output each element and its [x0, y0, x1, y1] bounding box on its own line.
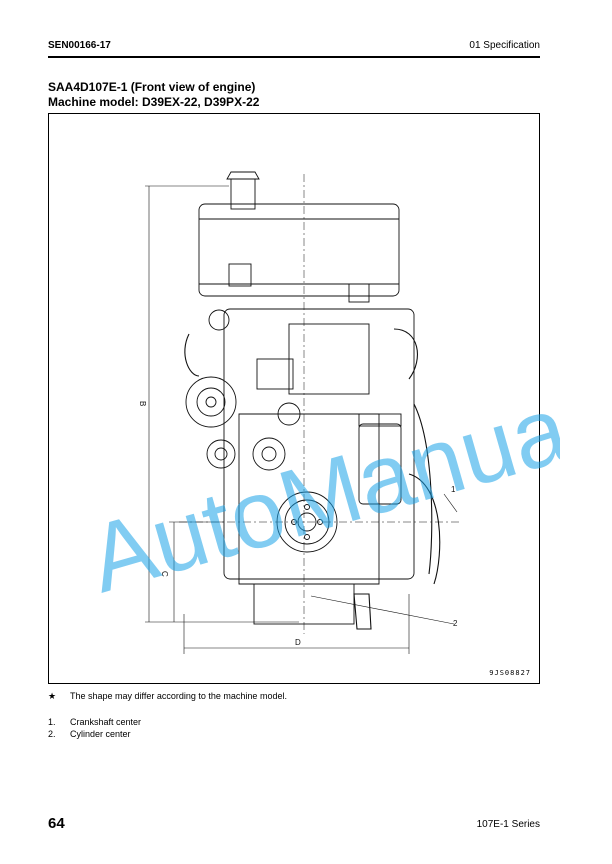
- engine-block: [223, 308, 415, 625]
- series-name: 107E-1 Series: [476, 819, 540, 830]
- callout-2: 2: [453, 619, 458, 628]
- dimension-label-d: D: [295, 638, 301, 647]
- leader-lines: [310, 493, 458, 625]
- note-text: The shape may differ according to the ma…: [70, 691, 287, 701]
- engine-front-view-drawing: B C D 1 2: [138, 171, 459, 654]
- crankshaft-pulley: [276, 491, 338, 553]
- document-id: SEN00166-17: [48, 40, 111, 51]
- muffler: [198, 171, 400, 303]
- shape-note: ★ The shape may differ according to the m…: [48, 691, 287, 702]
- title-line-engine: SAA4D107E-1 (Front view of engine): [48, 80, 256, 94]
- star-icon: ★: [48, 691, 57, 701]
- center-lines: [179, 174, 459, 634]
- header-rule: [48, 56, 540, 58]
- figure-title: SAA4D107E-1 (Front view of engine) Machi…: [48, 80, 259, 110]
- legend-list: 1. Crankshaft center 2. Cylinder center: [48, 716, 141, 740]
- figure-code: 9JS08827: [489, 669, 531, 677]
- section-title: 01 Specification: [469, 40, 540, 51]
- alternator: [185, 376, 237, 428]
- dimension-text: B C D 1 2: [138, 401, 458, 647]
- pulleys: [206, 309, 301, 471]
- page-number: 64: [48, 815, 65, 832]
- dimension-label-b: B: [138, 401, 147, 406]
- title-line-model: Machine model: D39EX-22, D39PX-22: [48, 95, 260, 109]
- legend-text: Crankshaft center: [70, 717, 142, 727]
- dimension-label-c: C: [160, 571, 169, 577]
- legend-number: 2.: [48, 729, 56, 739]
- hoses: [184, 328, 441, 630]
- callout-1: 1: [451, 485, 456, 494]
- legend-item: 1. Crankshaft center: [48, 716, 141, 728]
- legend-item: 2. Cylinder center: [48, 728, 141, 740]
- legend-text: Cylinder center: [70, 729, 131, 739]
- engine-drawing-frame: B C D 1 2 9JS08827: [48, 113, 540, 684]
- legend-number: 1.: [48, 717, 56, 727]
